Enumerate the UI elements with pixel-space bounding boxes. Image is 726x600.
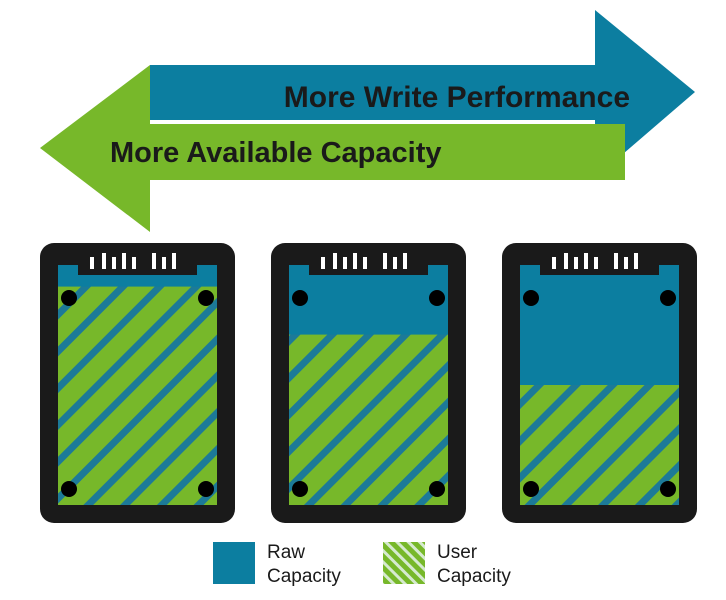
mounting-hole [61, 290, 77, 306]
user-capacity-area [520, 385, 679, 505]
user-capacity-area [289, 334, 448, 505]
ssd-drive-3 [502, 243, 697, 523]
legend-raw-swatch [213, 542, 255, 584]
connector-pin [594, 257, 598, 269]
write-performance-label: More Write Performance [284, 81, 630, 114]
connector-pin [152, 253, 156, 269]
connector-pin [162, 257, 166, 269]
connector-pin [353, 253, 357, 269]
mounting-hole [523, 481, 539, 497]
available-capacity-arrow [40, 65, 625, 232]
legend-user-swatch [383, 542, 425, 584]
connector-pin [333, 253, 337, 269]
mounting-hole [292, 481, 308, 497]
connector-pin [132, 257, 136, 269]
mounting-hole [660, 481, 676, 497]
connector-pin [552, 257, 556, 269]
mounting-hole [292, 290, 308, 306]
connector-pin [393, 257, 397, 269]
connector-tab [540, 249, 659, 275]
ssd-drive-2 [271, 243, 466, 523]
available-capacity-label: More Available Capacity [110, 137, 441, 169]
connector-pin [383, 253, 387, 269]
connector-pin [614, 253, 618, 269]
user-capacity-area [58, 286, 217, 505]
mounting-hole [198, 290, 214, 306]
connector-pin [634, 253, 638, 269]
drives-group [40, 243, 697, 523]
legend-user-line2: Capacity [437, 566, 511, 587]
connector-tab [78, 249, 197, 275]
mounting-hole [660, 290, 676, 306]
connector-pin [90, 257, 94, 269]
connector-pin [321, 257, 325, 269]
write-performance-arrow [150, 10, 695, 178]
mounting-hole [429, 481, 445, 497]
connector-pin [564, 253, 568, 269]
connector-pin [624, 257, 628, 269]
connector-tab [309, 249, 428, 275]
mounting-hole [61, 481, 77, 497]
connector-pin [343, 257, 347, 269]
ssd-drive-1 [40, 243, 235, 523]
connector-pin [122, 253, 126, 269]
connector-pin [574, 257, 578, 269]
legend-raw-line2: Capacity [267, 566, 341, 587]
connector-pin [363, 257, 367, 269]
connector-pin [584, 253, 588, 269]
connector-pin [403, 253, 407, 269]
connector-pin [172, 253, 176, 269]
legend-user-line1: User [437, 542, 478, 563]
legend-raw-line1: Raw [267, 542, 305, 563]
mounting-hole [429, 290, 445, 306]
connector-pin [102, 253, 106, 269]
mounting-hole [198, 481, 214, 497]
mounting-hole [523, 290, 539, 306]
connector-pin [112, 257, 116, 269]
